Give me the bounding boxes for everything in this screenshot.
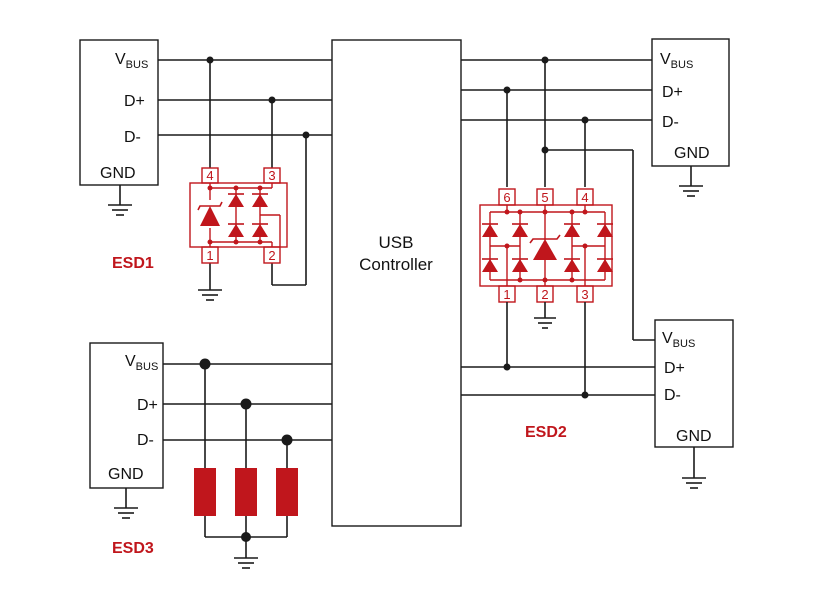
dplus-label: D+ (124, 93, 145, 110)
varistor-icon (276, 468, 298, 516)
dminus-label: D- (124, 129, 141, 146)
tvs-diode-icon (228, 193, 244, 207)
tvs-diode-icon (564, 258, 580, 272)
vbus-label: VBUS (125, 353, 158, 373)
dminus-label: D- (662, 114, 679, 131)
ground-icon (682, 477, 706, 489)
tvs-diode-icon (252, 223, 268, 237)
ground-icon (198, 289, 222, 301)
controller-label-line2: Controller (359, 255, 433, 274)
tvs-diode-icon (597, 258, 613, 272)
esd1-label: ESD1 (112, 255, 154, 272)
connector-bottom-right: VBUS D+ D- GND (654, 319, 734, 489)
dplus-label: D+ (664, 360, 685, 377)
dplus-label: D+ (137, 397, 158, 414)
esd1-pin-label: 2 (268, 248, 275, 263)
usb-controller-box (331, 39, 462, 527)
controller-label-line1: USB (379, 233, 414, 252)
dminus-label: D- (664, 387, 681, 404)
esd1-pin-label: 3 (268, 168, 275, 183)
vbus-label: VBUS (662, 330, 695, 350)
tvs-diode-icon (252, 193, 268, 207)
tvs-diode-icon (512, 223, 528, 237)
connector-top-left: VBUS D+ D- GND (79, 39, 159, 216)
zener-diode-icon (197, 201, 223, 226)
esd1-body (189, 182, 288, 248)
esd1-pin-label: 4 (206, 168, 213, 183)
tvs-diode-icon (228, 223, 244, 237)
ground-icon (114, 507, 138, 519)
tvs-diode-icon (512, 258, 528, 272)
gnd-label: GND (676, 428, 712, 445)
gnd-label: GND (100, 165, 136, 182)
esd2-pin-label: 2 (541, 287, 548, 302)
ground-icon (234, 557, 258, 569)
gnd-label: GND (108, 466, 144, 483)
connector-top-right: VBUS D+ D- GND (651, 38, 730, 197)
ground-icon (679, 185, 703, 197)
esd2-pin-label: 4 (581, 190, 588, 205)
connector-top-left-box (79, 39, 159, 186)
dplus-label: D+ (662, 84, 683, 101)
connector-bottom-left: VBUS D+ D- GND (89, 342, 164, 519)
ground-icon (108, 204, 132, 216)
esd2-pin-label: 1 (503, 287, 510, 302)
connector-bottom-left-box (89, 342, 164, 489)
esd2-pin-label: 3 (581, 287, 588, 302)
gnd-label: GND (674, 145, 710, 162)
esd3-label: ESD3 (112, 540, 154, 557)
tvs-diode-icon (597, 223, 613, 237)
varistor-icon (235, 468, 257, 516)
ground-icon (534, 317, 556, 329)
esd2-pin-label: 6 (503, 190, 510, 205)
connector-bottom-right-box (654, 319, 734, 448)
varistor-icon (194, 468, 216, 516)
tvs-diode-icon (564, 223, 580, 237)
esd2-pin-label: 5 (541, 190, 548, 205)
vbus-label: VBUS (660, 51, 693, 71)
tvs-diode-icon (482, 258, 498, 272)
tvs-diode-icon (482, 223, 498, 237)
vbus-label: VBUS (115, 51, 148, 71)
junction-dot (241, 532, 251, 542)
zener-diode-icon (529, 234, 561, 260)
esd1-pin-label: 1 (206, 248, 213, 263)
dminus-label: D- (137, 432, 154, 449)
esd2-label: ESD2 (525, 424, 567, 441)
connector-top-right-box (651, 38, 730, 167)
